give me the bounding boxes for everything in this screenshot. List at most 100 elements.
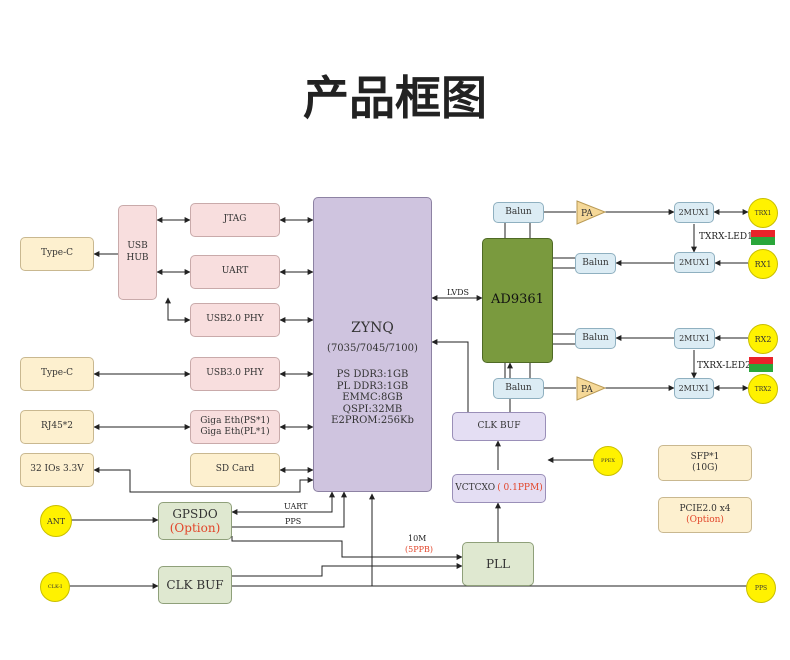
five-ppb-label: (5PPB)	[405, 545, 433, 554]
uart-line-label: UART	[284, 502, 308, 511]
clk-i-port: CLK-I	[40, 572, 70, 602]
pcie-option: (Option)	[686, 515, 724, 525]
rx1-port: RX1	[748, 249, 778, 279]
balun-label: Balun	[505, 206, 532, 217]
zynq-specs: PS DDR3:1GB PL DDR3:1GB EMMC:8GB QSPI:32…	[331, 369, 414, 427]
zynq-spec-item: E2PROM:256Kb	[331, 415, 414, 426]
rx2-label: RX2	[754, 334, 772, 344]
usb3-phy-label: USB3.0 PHY	[206, 368, 264, 379]
pa-label: PA	[581, 385, 593, 395]
jtag-block: JTAG	[190, 203, 280, 237]
txrx-led2-indicator	[749, 357, 773, 372]
uart-block: UART	[190, 255, 280, 289]
pps-line-label: PPS	[285, 517, 302, 526]
mux-trx2: 2MUX1	[674, 378, 714, 399]
ad9361-block: AD9361	[482, 238, 553, 363]
mux-label: 2MUX1	[679, 333, 710, 343]
type-c-port-2: Type-C	[20, 357, 94, 391]
pps-out-port: PPS	[746, 573, 776, 603]
giga-eth-pl-label: Giga Eth(PL*1)	[200, 427, 270, 437]
balun-tx2: Balun	[493, 378, 544, 399]
led-green	[751, 237, 775, 245]
rx1-label: RX1	[754, 259, 772, 269]
ios-block: 32 IOs 3.3V	[20, 453, 94, 487]
vctcxo-ppm: ( 0.1PPM)	[497, 482, 543, 493]
type-c-port-1: Type-C	[20, 237, 94, 271]
giga-eth-ps-label: Giga Eth(PS*1)	[200, 415, 270, 426]
type-c-label-1: Type-C	[40, 248, 74, 259]
sd-card-label: SD Card	[215, 464, 255, 475]
vctcxo-label: VCTCXO	[455, 482, 496, 493]
usb-hub-label: USB HUB	[126, 241, 149, 263]
usb2-phy-label: USB2.0 PHY	[206, 314, 264, 325]
zynq-block: ZYNQ (7035/7045/7100) PS DDR3:1GB PL DDR…	[313, 197, 432, 492]
gpsdo-block: GPSDO (Option)	[158, 502, 232, 540]
clk-i-label: CLK-I	[47, 584, 63, 590]
usb2-phy-block: USB2.0 PHY	[190, 303, 280, 337]
rj45-block: RJ45*2	[20, 410, 94, 444]
trx1-label: TRX1	[754, 209, 772, 217]
ppex-label: PPEX	[601, 458, 615, 464]
sd-card-block: SD Card	[190, 453, 280, 487]
rj45-label: RJ45*2	[40, 421, 74, 432]
mux-rx2: 2MUX1	[674, 328, 715, 349]
gpsdo-label: GPSDO	[172, 506, 218, 521]
zynq-spec-item: PL DDR3:1GB	[336, 380, 409, 392]
clk-buf-mid-block: CLK BUF	[452, 412, 546, 441]
balun-rx1: Balun	[575, 253, 616, 274]
pa-amplifier-tx2: PA	[576, 376, 606, 401]
txrx-led1-indicator	[751, 230, 775, 245]
page-title: 产品框图	[303, 71, 487, 125]
ten-m-label: 10M	[408, 534, 427, 543]
pa-amplifier-tx1: PA	[576, 200, 606, 225]
zynq-name: ZYNQ	[351, 320, 394, 336]
pcie-label: PCIE2.0 x4	[679, 503, 731, 514]
zynq-spec-item: PS DDR3:1GB	[336, 369, 409, 380]
pll-block: PLL	[462, 542, 534, 586]
lvds-label: LVDS	[447, 288, 470, 297]
clk-buf-mid-label: CLK BUF	[477, 420, 521, 431]
txrx-led2-label: TXRX-LED2	[697, 361, 751, 371]
sfp-label: SFP*1	[690, 451, 720, 462]
balun-label: Balun	[582, 332, 609, 343]
sfp-sub-label: (10G)	[692, 463, 718, 473]
sfp-block: SFP*1 (10G)	[658, 445, 752, 481]
balun-rx2: Balun	[575, 328, 616, 349]
uart-label: UART	[221, 266, 249, 277]
pps-out-label: PPS	[754, 584, 768, 592]
vctcxo-block: VCTCXO ( 0.1PPM)	[452, 474, 546, 503]
balun-tx1: Balun	[493, 202, 544, 223]
zynq-spec-item: EMMC:8GB	[342, 392, 403, 403]
led-green	[749, 364, 773, 372]
mux-label: 2MUX1	[678, 207, 710, 217]
pa-label: PA	[581, 209, 593, 219]
balun-label: Balun	[582, 257, 609, 268]
jtag-label: JTAG	[223, 214, 247, 225]
led-red	[749, 357, 773, 364]
mux-trx1: 2MUX1	[674, 202, 714, 223]
zynq-spec-item: QSPI:32MB	[342, 403, 403, 415]
trx2-label: TRX2	[754, 385, 772, 393]
trx1-port: TRX1	[748, 198, 778, 228]
balun-label: Balun	[505, 382, 532, 393]
led-red	[751, 230, 775, 237]
pcie-block: PCIE2.0 x4 (Option)	[658, 497, 752, 533]
rx2-port: RX2	[748, 324, 778, 354]
usb-hub-block: USB HUB	[118, 205, 157, 300]
mux-rx1: 2MUX1	[674, 252, 715, 273]
pll-label: PLL	[485, 556, 510, 571]
clk-buf-bottom-label: CLK BUF	[166, 577, 224, 592]
ant-label: ANT	[46, 516, 66, 526]
mux-label: 2MUX1	[679, 257, 710, 267]
mux-label: 2MUX1	[678, 383, 710, 393]
ios-label: 32 IOs 3.3V	[30, 464, 84, 475]
trx2-port: TRX2	[748, 374, 778, 404]
ant-port: ANT	[40, 505, 72, 537]
ad9361-label: AD9361	[491, 292, 544, 308]
type-c-label-2: Type-C	[40, 368, 74, 379]
clk-buf-bottom-block: CLK BUF	[158, 566, 232, 604]
giga-eth-block: Giga Eth(PS*1) Giga Eth(PL*1)	[190, 410, 280, 444]
zynq-variants: (7035/7045/7100)	[327, 342, 418, 354]
txrx-led1-label: TXRX-LED1	[699, 232, 753, 242]
